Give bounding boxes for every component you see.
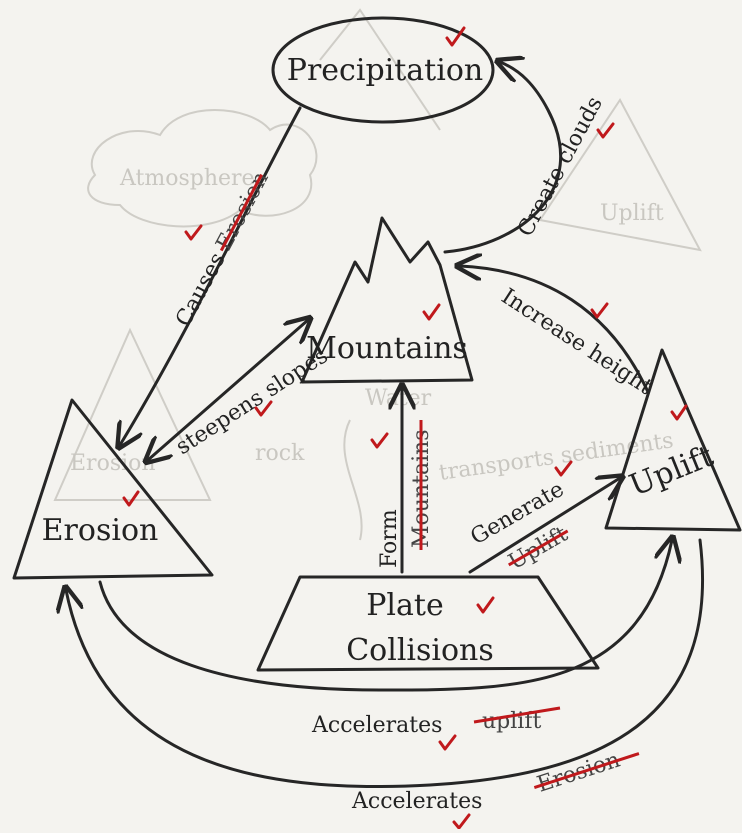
erosion-check-mark bbox=[122, 490, 140, 507]
erosion-label: Erosion bbox=[42, 513, 159, 548]
generate-strike-line bbox=[508, 529, 569, 567]
ghost-sketch: Atmosphere Erosion Uplift Water rock tra… bbox=[53, 8, 702, 541]
causes-label: Causes bbox=[171, 249, 230, 331]
plate-collisions-label-line1: Plate bbox=[366, 588, 443, 623]
causes-check-mark bbox=[184, 224, 203, 241]
form-label: Form bbox=[377, 509, 402, 568]
ghost-rock-text: rock bbox=[255, 441, 305, 466]
accelerates-erosion-label: Accelerates bbox=[351, 789, 482, 814]
mountains-label: Mountains bbox=[306, 331, 468, 366]
edge-form: Form Mountains bbox=[370, 388, 434, 574]
increase-height-check-mark bbox=[590, 302, 609, 319]
edge-generate: Generate Uplift bbox=[467, 460, 621, 575]
precipitation-check-mark bbox=[445, 26, 466, 47]
mountains-node: Mountains bbox=[300, 216, 474, 384]
mountains-check-mark bbox=[422, 303, 441, 321]
edge-accelerates-uplift: Accelerates uplift bbox=[98, 540, 672, 751]
edge-increase-height: Increase height bbox=[460, 266, 657, 400]
generate-check-mark bbox=[554, 460, 573, 477]
ghost-atmosphere-text: Atmosphere bbox=[119, 166, 255, 191]
causes-strike-line bbox=[219, 173, 263, 252]
plate-collisions-label-line2: Collisions bbox=[346, 633, 494, 668]
erosion-node: Erosion bbox=[12, 398, 214, 580]
create-clouds-check-mark bbox=[596, 122, 615, 139]
precipitation-node: Precipitation bbox=[271, 16, 495, 124]
accelerates-uplift-label: Accelerates bbox=[311, 713, 442, 738]
accelerates-uplift-strike-line bbox=[473, 706, 561, 724]
create-clouds-label: Create clouds bbox=[513, 93, 608, 241]
steepens-slopes-label: steepens slopes bbox=[172, 343, 333, 460]
ghost-erosion-text: Erosion bbox=[70, 451, 156, 476]
precipitation-label: Precipitation bbox=[287, 53, 483, 88]
form-check-mark bbox=[370, 432, 389, 449]
accelerates-erosion-check-mark bbox=[452, 813, 471, 830]
ghost-uplift-text: Uplift bbox=[600, 201, 664, 226]
uplift-check-mark bbox=[670, 404, 688, 421]
accelerates-uplift-check-mark bbox=[438, 734, 457, 751]
edge-steepens-slopes: steepens slopes bbox=[148, 320, 333, 460]
ghost-water-text: Water bbox=[365, 386, 432, 411]
plate-collisions-check-mark bbox=[476, 596, 495, 614]
edge-create-clouds: Create clouds bbox=[443, 62, 615, 254]
steepens-slopes-check-mark bbox=[254, 400, 273, 417]
accelerates-erosion-strike-line bbox=[533, 752, 640, 789]
edge-accelerates-erosion: Accelerates Erosion bbox=[66, 538, 705, 830]
plate-collisions-node: Plate Collisions bbox=[256, 575, 600, 672]
